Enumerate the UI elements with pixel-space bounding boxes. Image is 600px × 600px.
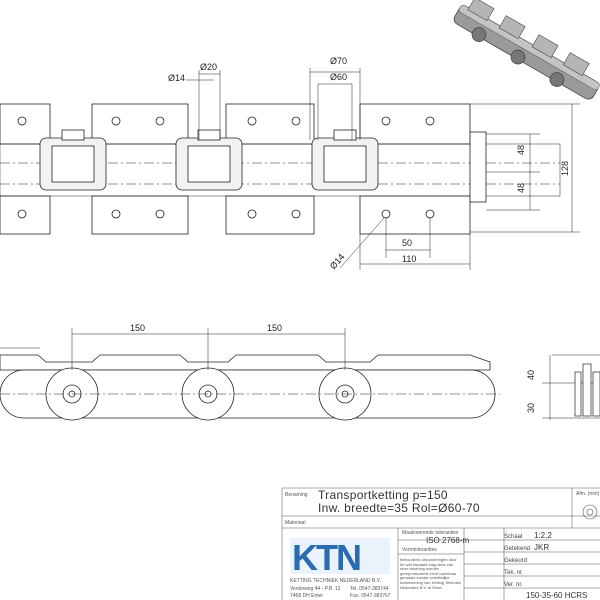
dim-hole-dia: Ø14 <box>328 252 347 271</box>
ta-label: Tek. nr. <box>504 570 524 576</box>
checked-label: Gekeurd <box>504 558 527 564</box>
address-line1: Venlorweg 44 - P.B. 12 <box>290 586 341 592</box>
end-view <box>542 354 600 420</box>
label-benaming: Benaming <box>285 492 308 498</box>
dim-pitch-lower: 48 <box>516 183 526 193</box>
dim-bush-dia: Ø20 <box>200 62 217 72</box>
label-tolerance2: Vormtoleranties <box>402 547 437 553</box>
phone-line1: Tel. 0547-383744 <box>350 586 389 592</box>
drawing-title-line2: Inw. breedte=35 Rol=Ø60-70 <box>318 501 480 515</box>
roller-2 <box>175 129 243 191</box>
drawing-title-line1: Transportketting p=150 <box>318 488 448 502</box>
company-name: KETTING TECHNIEK NEDERLAND B.V. <box>290 578 381 584</box>
drawn-label: Getekend <box>504 546 530 552</box>
label-materiaal: Materiaal <box>285 520 306 526</box>
ver-label: Ver. nr. <box>504 582 523 588</box>
dim-pin-dia: Ø14 <box>168 73 185 83</box>
dim-pitch-upper: 48 <box>516 145 526 155</box>
title-block <box>281 487 600 600</box>
address-line2: 7468 DH Enter <box>290 593 323 599</box>
scale-value: 1:2,2 <box>534 531 552 540</box>
dim-roller-inner: Ø60 <box>330 72 347 82</box>
chain-3d-illustration <box>453 0 600 100</box>
tolerance-value: ISO 2768-m <box>426 536 469 545</box>
label-top: Afm. (mm) <box>576 491 600 497</box>
phone-line2: Fax. 0547-383767 <box>350 593 391 599</box>
side-view <box>0 347 500 421</box>
dim-side-height: 40 <box>526 370 536 380</box>
projection-symbol-icon <box>582 504 598 520</box>
dim-plate-width: 110 <box>402 254 416 264</box>
top-view-dimensions <box>186 68 580 270</box>
side-view-dimensions <box>71 328 346 370</box>
drawing-number: 150-35-60 HCRS <box>526 591 587 600</box>
drawn-value: JKR <box>534 543 549 552</box>
label-tolerance1: Maatvoerende toleranties <box>402 530 459 536</box>
dim-pitch-right: 150 <box>267 323 282 333</box>
dim-roller-outer: Ø70 <box>330 56 347 66</box>
roller-3 <box>311 129 379 191</box>
dim-pitch-left: 150 <box>130 323 145 333</box>
dim-side-lower: 30 <box>526 403 536 413</box>
top-view <box>0 103 561 235</box>
company-logo: KTN <box>290 537 390 578</box>
dim-total-height: 128 <box>560 161 570 176</box>
scale-label: Schaal <box>504 534 522 540</box>
logo-text: KTN <box>292 537 360 578</box>
dim-hole-spacing: 50 <box>402 238 412 248</box>
roller-1 <box>39 129 107 191</box>
copyright-notice: Behoudens uitzonderingen door de wet bep… <box>400 558 461 590</box>
